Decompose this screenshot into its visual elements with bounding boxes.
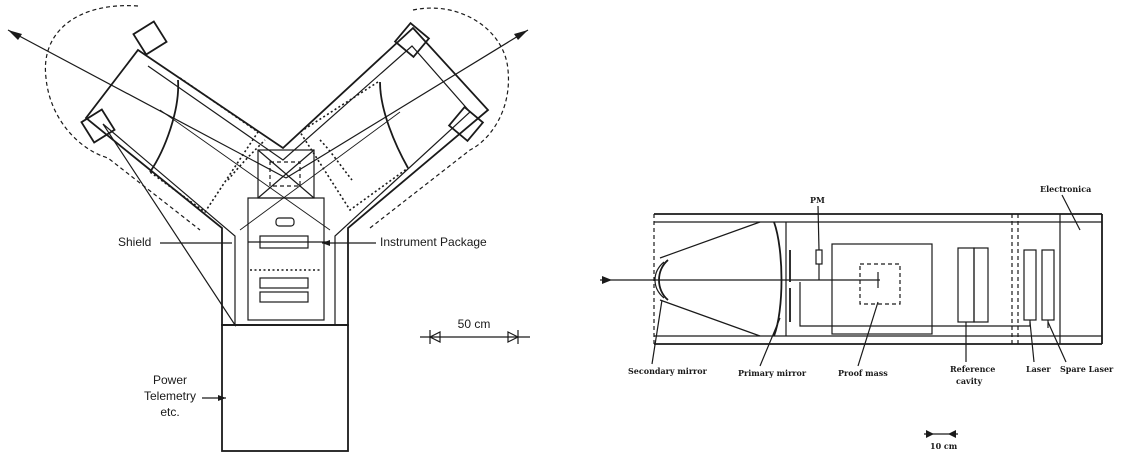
corner-block-mid-left [80, 108, 116, 144]
secondary-mirror-label: Secondary mirror [628, 366, 708, 376]
laser-pointer [1029, 321, 1035, 363]
scale-50cm-tick-right [507, 331, 520, 343]
proof-mass [859, 263, 901, 305]
shield-label: Shield [118, 235, 151, 249]
instrument-package-box [247, 197, 325, 321]
pm-pointer [817, 205, 820, 251]
shield-inner [102, 45, 471, 328]
primary-mirror-pointer [759, 317, 781, 367]
mirror-arc-left [227, 139, 266, 181]
etc-label: etc. [160, 405, 179, 419]
instrument-laser-3 [259, 291, 309, 303]
scale-50cm-label: 50 cm [458, 317, 491, 331]
spare-laser-label: Spare Laser [1060, 364, 1114, 374]
telescope-envelope-right [369, 7, 510, 229]
power-label: Power [153, 373, 187, 387]
corner-block-top-right [393, 21, 431, 59]
reference-cavity-left [957, 247, 975, 323]
telemetry-label: Telemetry [144, 389, 196, 403]
laser-box [1023, 249, 1037, 321]
beam-cross-b [239, 111, 401, 231]
telescope-envelope-left [44, 5, 201, 231]
laser-label: Laser [1026, 364, 1051, 374]
reference-cavity-right [973, 247, 989, 323]
reference-cavity-label-1: Reference [950, 364, 995, 374]
proof-mass-cage [831, 243, 933, 335]
telescope-mirror-left [149, 79, 180, 173]
beam-arrow-right [514, 30, 528, 40]
beam-cross-a [159, 109, 331, 231]
scale-50cm-tick-left [428, 331, 441, 343]
proof-mass-box [269, 161, 301, 187]
beam-left [7, 29, 287, 179]
pm-label: PM [810, 195, 825, 205]
optical-axis-arrow [602, 276, 612, 284]
power-arrow [218, 395, 226, 401]
telescope-mirror-right [379, 81, 409, 169]
instrument-package-label: Instrument Package [380, 235, 487, 249]
scale-10cm-tick-left [926, 430, 934, 438]
laser-fiber [799, 282, 1031, 327]
electronics-label: Electronica [1040, 184, 1091, 194]
scale-10cm-tick-right [948, 430, 956, 438]
proof-mass-label: Proof mass [838, 368, 888, 378]
cone-top [659, 221, 761, 259]
power-module-box [221, 324, 349, 452]
instrument-laser-2 [259, 277, 309, 289]
secondary-mirror-pointer [651, 299, 663, 365]
beam-right [285, 29, 529, 179]
mirror-arc-right [319, 139, 353, 181]
primary-mirror-label: Primary mirror [738, 368, 807, 378]
scale-10cm-label: 10 cm [930, 441, 958, 451]
cone-bottom [659, 299, 761, 337]
telescope-tube-right [298, 81, 409, 212]
instrument-package-arrow [322, 240, 330, 246]
spare-laser-pointer [1047, 321, 1067, 363]
proof-mass-pointer [857, 301, 879, 367]
corner-block-top-left [132, 20, 168, 56]
telescope-tube-left [149, 77, 260, 214]
shield-outer [84, 26, 490, 326]
spare-laser-box [1041, 249, 1055, 321]
left-spacecraft-diagram: Shield Instrument Package Power Telemetr… [7, 5, 530, 452]
beam-arrow-left [8, 30, 22, 40]
corner-block-mid-right [447, 105, 485, 143]
reference-cavity-label-2: cavity [956, 376, 982, 386]
pm-detector [815, 249, 823, 265]
electronics-pointer [1061, 194, 1081, 231]
primary-mirror [773, 221, 783, 337]
instrument-small-part [275, 217, 295, 227]
instrument-diag-b [257, 149, 315, 199]
right-instrument-diagram: PM Electronica Secondary mirror Primary … [600, 184, 1114, 451]
